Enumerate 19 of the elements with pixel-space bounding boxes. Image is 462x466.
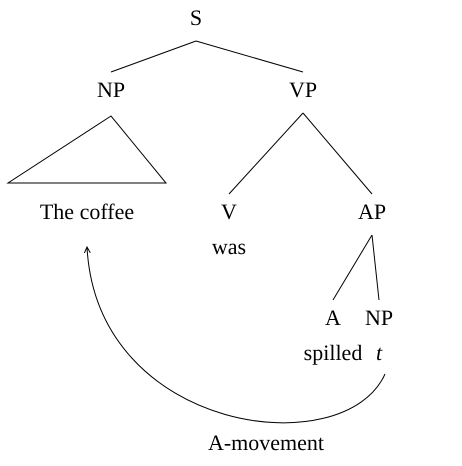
movement-arrow: [84, 246, 386, 424]
category-label: AP: [358, 198, 386, 226]
tree-branch: [372, 234, 380, 300]
tree-branch: [196, 40, 304, 72]
word-label: t: [376, 339, 382, 367]
category-label: V: [221, 198, 237, 226]
category-label: NP: [96, 76, 126, 104]
tree-branch: [302, 112, 372, 194]
category-label: NP: [364, 304, 394, 332]
tree-branch: [110, 40, 196, 72]
category-label: A: [325, 304, 341, 332]
word-label: was: [212, 233, 246, 261]
category-label: The coffee: [40, 198, 134, 226]
tree-branch: [332, 234, 372, 300]
category-label: VP: [288, 76, 318, 104]
category-label: S: [190, 4, 202, 32]
tree-branch: [228, 112, 304, 194]
triangle-branch: [6, 115, 168, 184]
word-label: spilled: [304, 339, 362, 367]
